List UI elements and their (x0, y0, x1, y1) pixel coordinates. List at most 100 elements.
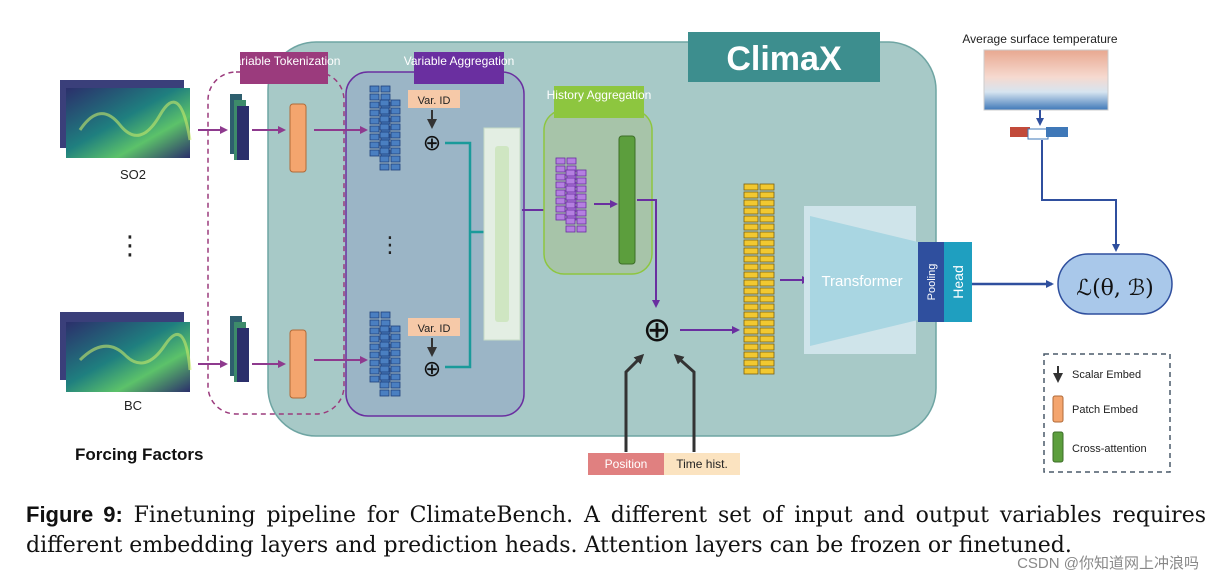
token-cell (379, 99, 390, 107)
token-cell (759, 295, 775, 303)
token-cell (369, 141, 380, 149)
token-cell (390, 99, 401, 107)
token-cell (576, 225, 587, 233)
token-cell (369, 133, 380, 141)
token-cell (743, 367, 759, 375)
var-id-box-bottom (408, 318, 460, 336)
token-cell (576, 169, 587, 177)
history-token-grid (555, 157, 587, 233)
variable-tokenization-label: Variable Tokenization (228, 54, 341, 68)
token-cell (759, 191, 775, 199)
token-cell (390, 131, 401, 139)
forcing-factors-label: Forcing Factors (75, 445, 203, 464)
token-cell (390, 357, 401, 365)
token-cell (743, 279, 759, 287)
token-cell (369, 367, 380, 375)
token-cell (555, 197, 566, 205)
token-cell (565, 185, 576, 193)
token-cell (743, 255, 759, 263)
legend-patch-embed-label: Patch Embed (1072, 404, 1138, 416)
token-cell (379, 107, 390, 115)
token-cell (369, 93, 380, 101)
cross-attention-block (618, 135, 636, 265)
token-cell (390, 163, 401, 171)
plus-symbol-top: ⊕ (423, 131, 441, 156)
input-label-bc: BC (124, 398, 142, 413)
token-cell (743, 295, 759, 303)
token-cell (759, 207, 775, 215)
token-cell (743, 303, 759, 311)
climax-title-box (688, 32, 880, 82)
token-cell (390, 325, 401, 333)
token-cell (369, 327, 380, 335)
token-cell (369, 319, 380, 327)
patch-tiles-bottom (230, 316, 249, 382)
patch-embed-bottom (289, 329, 307, 399)
token-cell (379, 381, 390, 389)
token-cell (390, 373, 401, 381)
token-cell (369, 117, 380, 125)
token-cell (759, 255, 775, 263)
figure-label: Figure 9: (26, 502, 123, 527)
legend-box (1043, 353, 1171, 473)
token-cell (555, 181, 566, 189)
output-patches (1010, 127, 1068, 140)
token-grid-bottom (369, 311, 401, 397)
token-cell (576, 201, 587, 209)
token-cell (743, 359, 759, 367)
token-cell (380, 85, 391, 93)
token-cell (380, 93, 391, 101)
token-cell (379, 139, 390, 147)
token-cell (743, 271, 759, 279)
token-cell (379, 365, 390, 373)
figure-caption-text: Finetuning pipeline for ClimateBench. A … (26, 503, 1207, 558)
token-cell (379, 147, 390, 155)
plus-symbol-main: ⊕ (643, 310, 672, 350)
token-cell (565, 225, 576, 233)
token-cell (555, 213, 566, 221)
token-cell (555, 189, 566, 197)
token-cell (565, 209, 576, 217)
token-cell (759, 311, 775, 319)
token-cell (759, 183, 775, 191)
token-cell (759, 215, 775, 223)
token-cell (555, 157, 566, 165)
token-cell (555, 165, 566, 173)
token-cell (759, 199, 775, 207)
token-cell (759, 319, 775, 327)
token-cell (379, 357, 390, 365)
aggregation-ellipsis: ⋮ (379, 233, 401, 258)
token-cell (565, 217, 576, 225)
history-aggregation-tag (554, 86, 644, 118)
token-cell (369, 125, 380, 133)
token-cell (759, 335, 775, 343)
token-cell (379, 325, 390, 333)
legend-scalar-embed-label: Scalar Embed (1072, 369, 1141, 381)
loss-box (1057, 253, 1173, 315)
token-cell (576, 185, 587, 193)
token-cell (759, 279, 775, 287)
token-cell (743, 319, 759, 327)
token-cell (379, 373, 390, 381)
patch-embed-top (289, 103, 307, 173)
token-cell (555, 173, 566, 181)
token-cell (369, 101, 380, 109)
variable-aggregation-label: Variable Aggregation (404, 54, 515, 68)
input-label-so2: SO2 (120, 167, 146, 182)
token-cell (379, 389, 390, 397)
token-cell (390, 115, 401, 123)
token-cell (379, 333, 390, 341)
token-cell (565, 201, 576, 209)
token-cell (390, 349, 401, 357)
token-cell (390, 155, 401, 163)
token-cell (390, 381, 401, 389)
aggregated-token-inner (495, 146, 509, 322)
token-cell (369, 85, 380, 93)
token-cell (379, 341, 390, 349)
token-cell (743, 247, 759, 255)
token-cell (743, 351, 759, 359)
token-cell (390, 107, 401, 115)
pooling-label: Pooling (926, 264, 938, 301)
token-cell (743, 231, 759, 239)
position-box (588, 453, 664, 475)
